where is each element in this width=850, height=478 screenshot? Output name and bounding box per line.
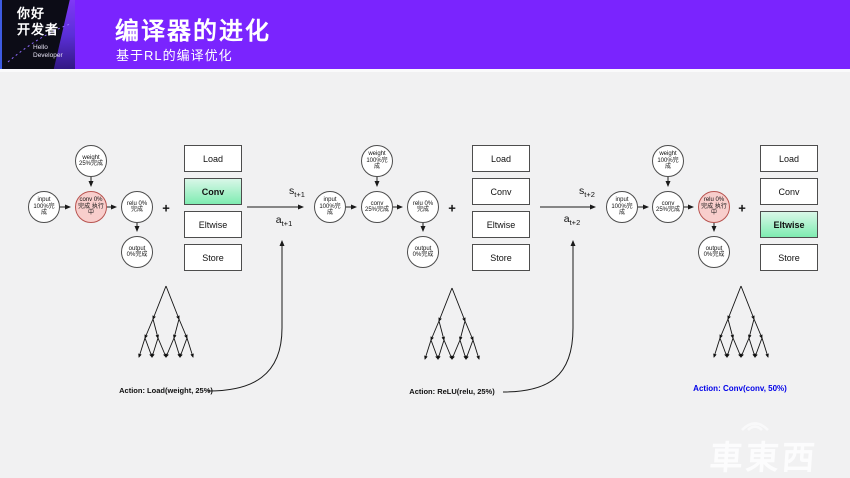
watermark-signal-icon [741, 422, 769, 431]
header-divider [0, 69, 850, 72]
g1-op-load: Load [184, 145, 242, 172]
g1-op-conv-active: Conv [184, 178, 242, 205]
g3-node-output: output 0%完成 [698, 236, 730, 268]
state-label-st1: st+1 [289, 184, 305, 200]
g2-node-weight: weight 100%完成 [361, 145, 393, 177]
g2-op-eltwise: Eltwise [472, 211, 530, 238]
search-tree-2 [424, 287, 480, 360]
g1-node-relu: relu 0%完成 [121, 191, 153, 223]
g2-op-load: Load [472, 145, 530, 172]
g3-op-load: Load [760, 145, 818, 172]
g3-node-weight: weight 100%完成 [652, 145, 684, 177]
g2-node-input: input 100%完成 [314, 191, 346, 223]
action-annotation-1: Action: Load(weight, 25%) [119, 386, 213, 395]
slide-subtitle: 基于RL的编译优化 [116, 48, 233, 63]
logo-text-en: Hello Developer [33, 44, 63, 59]
g2-plus-operator: + [448, 200, 456, 216]
g1-plus-operator: + [162, 200, 170, 216]
search-tree-3 [713, 285, 769, 358]
g2-node-relu: relu 0%完成 [407, 191, 439, 223]
action-annotation-2: Action: ReLU(relu, 25%) [409, 387, 495, 396]
header-banner: 你好 开发者 Hello Developer 编译器的进化 基于RL的编译优化 [0, 0, 850, 69]
g3-node-relu-executing: relu 0%完成 执行中 [698, 191, 730, 223]
logo-arc-decor [7, 23, 71, 63]
g3-op-store: Store [760, 244, 818, 271]
g1-node-output: output 0%完成 [121, 236, 153, 268]
state-label-st2: st+2 [579, 184, 595, 200]
action-annotation-3: Action: Conv(conv, 50%) [693, 384, 787, 393]
g2-op-store: Store [472, 244, 530, 271]
g3-op-eltwise-active: Eltwise [760, 211, 818, 238]
g1-node-input: input 100%完成 [28, 191, 60, 223]
g1-op-store: Store [184, 244, 242, 271]
action-label-at1: at+1 [275, 213, 293, 229]
header-edge-strip [0, 0, 2, 69]
watermark-text: 車東西 [708, 439, 820, 476]
g2-node-output: output 0%完成 [407, 236, 439, 268]
g1-op-eltwise: Eltwise [184, 211, 242, 238]
slide-title: 编译器的进化 [115, 18, 271, 45]
search-tree-1 [138, 285, 194, 358]
logo-text-cn: 你好 开发者 [17, 6, 60, 37]
action-label-at2: at+2 [563, 212, 581, 228]
g3-plus-operator: + [738, 200, 746, 216]
g3-node-input: input 100%完成 [606, 191, 638, 223]
hello-developer-logo: 你好 开发者 Hello Developer [2, 0, 75, 69]
g1-node-conv-executing: conv 0%完成 执行中 [75, 191, 107, 223]
g3-node-conv: conv 25%完成 [652, 191, 684, 223]
g2-node-conv: conv 25%完成 [361, 191, 393, 223]
g2-op-conv: Conv [472, 178, 530, 205]
g3-op-conv: Conv [760, 178, 818, 205]
g1-node-weight: weight 25%完成 [75, 145, 107, 177]
